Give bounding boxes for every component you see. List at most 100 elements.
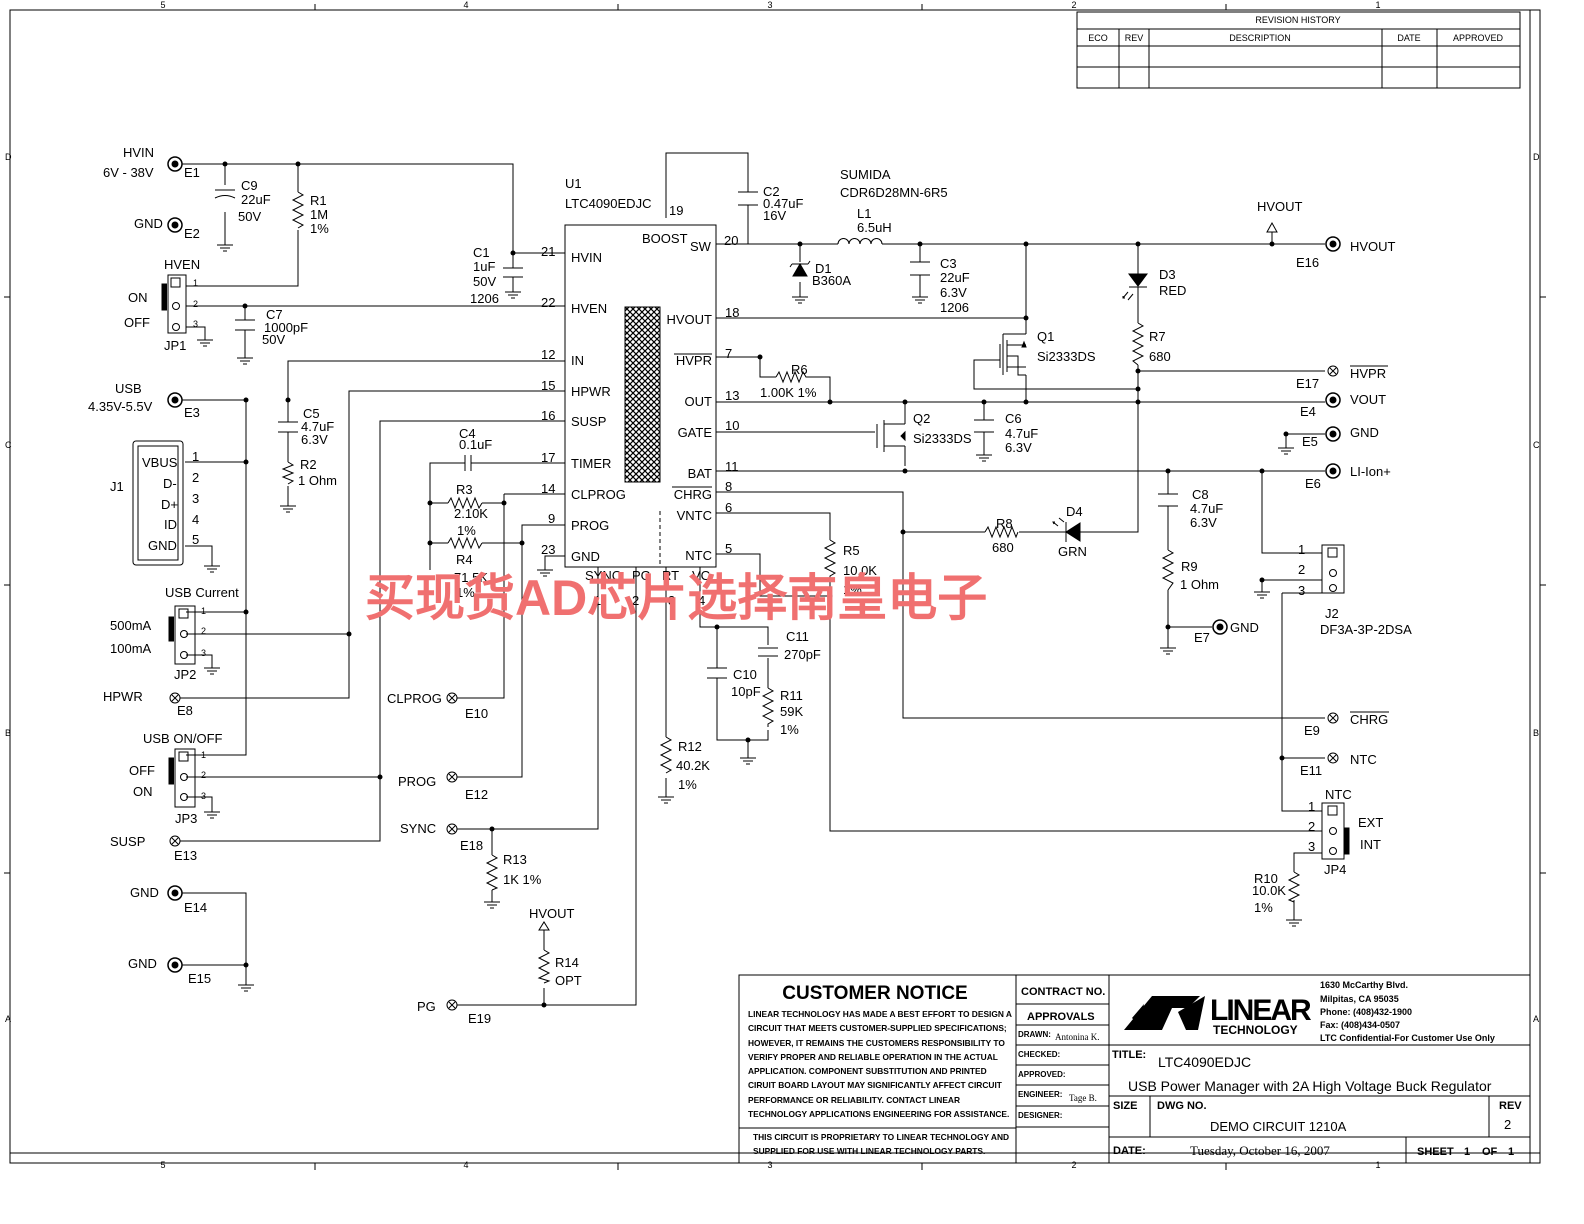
pin-num: 10 — [725, 418, 739, 433]
j2-ref: J2 — [1325, 606, 1339, 621]
r12-val: 40.2K — [676, 758, 710, 773]
labels: U1 LTC4090EDJC BOOST SW 19 20 HVIN HVEN … — [88, 145, 1412, 1026]
c10-ref: C10 — [733, 667, 757, 682]
r14-ref: R14 — [555, 955, 579, 970]
jp-pin: 3 — [193, 319, 198, 329]
c8-ref: C8 — [1192, 487, 1209, 502]
engineer-name: Tage B. — [1069, 1093, 1097, 1103]
e7-label: E7 — [1194, 630, 1210, 645]
d3-ref: D3 — [1159, 267, 1176, 282]
jp2-label: JP2 — [174, 667, 196, 682]
r4-tol: 1% — [456, 585, 475, 600]
pin-vntc: VNTC — [677, 508, 712, 523]
pin-num: 3 — [668, 593, 675, 608]
j1-pin-name: D+ — [161, 497, 178, 512]
pin-num: 1 — [594, 593, 601, 608]
rev-number: 2 — [1504, 1117, 1511, 1132]
off-label: OFF — [124, 315, 150, 330]
j1-pin-num: 2 — [192, 470, 199, 485]
c6-val: 4.7uF — [1005, 426, 1038, 441]
q2-ref: Q2 — [913, 411, 930, 426]
hvout-flag-label: HVOUT — [1257, 199, 1303, 214]
u1-ref: U1 — [565, 176, 582, 191]
c9-ref: C9 — [241, 178, 258, 193]
q1-ref: Q1 — [1037, 329, 1054, 344]
pin-hvpr: HVPR — [676, 353, 712, 368]
hvin-label: HVIN — [123, 145, 154, 160]
r9-val: 1 Ohm — [1180, 577, 1219, 592]
r7-ref: R7 — [1149, 329, 1166, 344]
r8-val: 680 — [992, 540, 1014, 555]
c5-val: 4.7uF — [301, 419, 334, 434]
col-label: 3 — [767, 1160, 772, 1170]
c3-pkg: 1206 — [940, 300, 969, 315]
off-label: OFF — [129, 763, 155, 778]
watermark-text: 买现货AD芯片选择南皇电子 — [365, 570, 987, 626]
pin-num: 18 — [725, 305, 739, 320]
susp-label: SUSP — [110, 834, 145, 849]
on-label: ON — [128, 290, 148, 305]
r2-val: 1 Ohm — [298, 473, 337, 488]
pin-clprog: CLPROG — [571, 487, 626, 502]
r1-val: 1M — [310, 207, 328, 222]
r12-tol: 1% — [678, 777, 697, 792]
e4-label: E4 — [1300, 404, 1316, 419]
c1-ref: C1 — [473, 245, 490, 260]
r5-tol: 1% — [843, 582, 862, 597]
pin-gate: GATE — [678, 425, 713, 440]
notice-line: LINEAR TECHNOLOGY HAS MADE A BEST EFFORT… — [748, 1009, 1012, 1019]
pin-prog: PROG — [571, 518, 609, 533]
jp-pin: 2 — [193, 299, 198, 309]
c2-val: 0.47uF — [763, 196, 804, 211]
notice-line: APPLICATION. COMPONENT SUBSTITUTION AND … — [748, 1066, 987, 1076]
c4-ref: C4 — [459, 426, 476, 441]
jp-pin: 1 — [193, 278, 198, 288]
date-value: Tuesday, October 16, 2007 — [1190, 1143, 1330, 1158]
checked-label: CHECKED: — [1018, 1050, 1060, 1059]
e6-label: E6 — [1305, 476, 1321, 491]
notice-line: CIRUIT BOARD LAYOUT MAY SIGNIFICANTLY AF… — [748, 1080, 1003, 1090]
dwg-label: DWG NO. — [1157, 1100, 1207, 1112]
address-line: 1630 McCarthy Blvd. — [1320, 980, 1408, 990]
j1-pin-num: 1 — [192, 449, 199, 464]
liion-label: LI-Ion+ — [1350, 464, 1391, 479]
pin-bat: BAT — [688, 466, 712, 481]
c11-ref: C11 — [786, 629, 809, 644]
revision-col: DATE — [1397, 33, 1420, 43]
r11-ref: R11 — [780, 688, 803, 703]
usb-current-label: USB Current — [165, 585, 239, 600]
c9-volt: 50V — [238, 209, 261, 224]
pin-sw: SW — [690, 239, 712, 254]
e1-label: E1 — [184, 165, 200, 180]
notice-line: PERFORMANCE OR RELIABILITY. CONTACT LINE… — [748, 1095, 960, 1105]
hven-label: HVEN — [164, 257, 200, 272]
usb-range: 4.35V-5.5V — [88, 399, 153, 414]
jp-pin: 3 — [201, 648, 206, 658]
c10-val: 10pF — [731, 684, 761, 699]
e5-label: E5 — [1302, 434, 1318, 449]
e14-label: E14 — [184, 900, 207, 915]
terminals — [167, 156, 1341, 1011]
c8-val: 4.7uF — [1190, 501, 1223, 516]
r1-ref: R1 — [310, 193, 327, 208]
hvout-arrow-label: HVOUT — [529, 906, 575, 921]
hvpr-label: HVPR — [1350, 366, 1386, 381]
r9-ref: R9 — [1181, 559, 1198, 574]
l1-part: CDR6D28MN-6R5 — [840, 185, 948, 200]
e15-label: E15 — [188, 971, 211, 986]
title-line-1: LTC4090EDJC — [1158, 1054, 1251, 1070]
row-label: D — [1533, 152, 1540, 162]
sheet-number: 1 — [1464, 1146, 1470, 1158]
col-label: 1 — [1375, 0, 1380, 10]
l1-ref: L1 — [857, 206, 871, 221]
pin-vc: VC — [692, 568, 710, 583]
j1-pin-num: 4 — [192, 512, 199, 527]
pin-num: 14 — [541, 481, 555, 496]
ntc-header: NTC — [1325, 787, 1352, 802]
r6-ref: R6 — [791, 362, 808, 377]
e17-label: E17 — [1296, 376, 1319, 391]
e12-label: E12 — [465, 787, 488, 802]
notice-line: VERIFY PROPER AND RELIABLE OPERATION IN … — [748, 1052, 998, 1062]
c4-val: 0.1uF — [459, 437, 492, 452]
